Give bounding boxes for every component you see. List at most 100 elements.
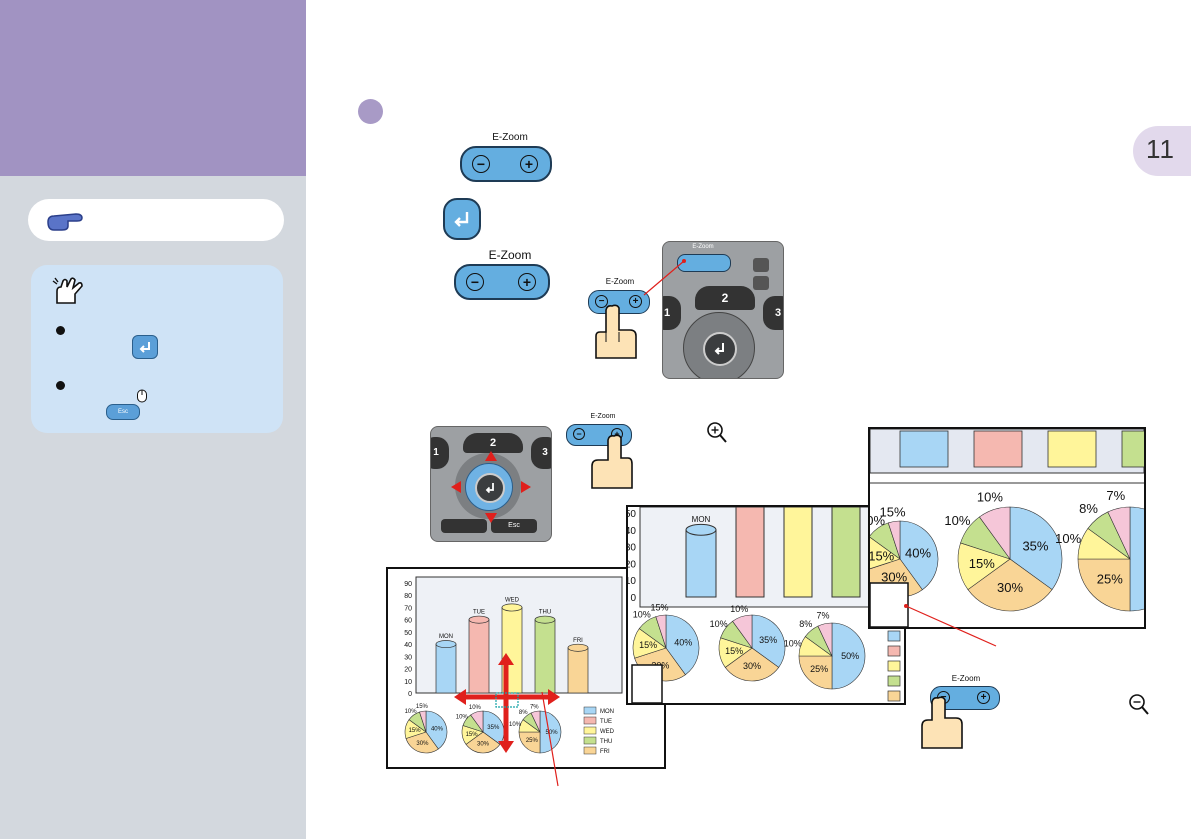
bar-category-label: THU bbox=[539, 610, 551, 616]
legend-label: MON bbox=[600, 709, 614, 715]
y-tick-label: 40 bbox=[404, 642, 412, 649]
pie-label: 25% bbox=[526, 738, 539, 744]
remote-button bbox=[753, 276, 769, 290]
pie-label: 25% bbox=[810, 664, 828, 674]
pie-slice bbox=[751, 614, 786, 668]
pie-slice bbox=[470, 710, 484, 733]
max-zoom-screen: 40%30%15%10%15%35%30%15%10%10%50%25%10%8… bbox=[859, 427, 1183, 629]
legend-label: WED bbox=[600, 729, 615, 735]
legend-swatch bbox=[887, 660, 901, 672]
zoom-out-icon: − bbox=[595, 295, 608, 308]
remote-button-1: 1 bbox=[663, 296, 681, 330]
y-tick-label: 50 bbox=[628, 509, 636, 520]
pie-label: 7% bbox=[530, 704, 539, 710]
remote-button-2: 2 bbox=[695, 286, 755, 310]
legend-swatch bbox=[973, 430, 1023, 468]
bar bbox=[831, 506, 861, 598]
pie-label: 10% bbox=[469, 705, 482, 711]
y-tick-label: 10 bbox=[404, 679, 412, 686]
pie-slice bbox=[655, 614, 667, 649]
esc-key-icon: Esc bbox=[106, 404, 140, 420]
pie-label: 15% bbox=[880, 504, 906, 519]
zoom-cursor bbox=[495, 692, 519, 708]
pie-label: 30% bbox=[743, 661, 761, 671]
legend-swatch bbox=[887, 630, 901, 642]
bar bbox=[567, 647, 589, 694]
zoomed-screen: 01020304050MON40%30%15%10%15%35%30%15%10… bbox=[625, 505, 906, 705]
pie-label: 10% bbox=[1055, 531, 1081, 546]
pie-label: 30% bbox=[997, 580, 1023, 595]
tip-hand-icon bbox=[52, 277, 83, 304]
remote-button-3: 3 bbox=[531, 437, 551, 469]
zoom-in-icon: + bbox=[518, 273, 536, 291]
pie-label: 8% bbox=[799, 619, 812, 629]
bar bbox=[685, 529, 717, 598]
red-arrowhead bbox=[548, 689, 560, 705]
pie-slice bbox=[732, 614, 753, 649]
pie-label: 10% bbox=[633, 610, 651, 620]
pie-label: 35% bbox=[1022, 538, 1048, 553]
remote-button-1: 1 bbox=[431, 437, 449, 469]
enter-key-icon bbox=[132, 335, 158, 359]
direction-arrows bbox=[451, 451, 531, 523]
pie-slice bbox=[465, 731, 501, 754]
pie-label: 15% bbox=[870, 548, 895, 563]
bar-category-label: TUE bbox=[473, 610, 485, 616]
pointing-hand-icon bbox=[47, 213, 83, 231]
pie-label: 7% bbox=[816, 611, 829, 621]
zoom-in-magnifier-icon bbox=[707, 422, 727, 443]
zoom-out-magnifier-icon bbox=[1129, 694, 1149, 715]
bullet bbox=[56, 381, 65, 390]
pie-label: 40% bbox=[674, 637, 692, 647]
pie-label: 8% bbox=[1079, 501, 1098, 516]
y-tick-label: 20 bbox=[628, 559, 636, 570]
pie-slice bbox=[425, 710, 448, 750]
pie-label: 10% bbox=[944, 513, 970, 528]
bar-cap bbox=[685, 523, 717, 536]
pie-slice bbox=[817, 622, 833, 657]
pressing-finger-icon bbox=[921, 696, 963, 749]
bar-category-label: FRI bbox=[573, 638, 583, 644]
page-number: 11 bbox=[1146, 134, 1175, 164]
y-tick-label: 90 bbox=[404, 581, 412, 588]
pie-label: 35% bbox=[759, 635, 777, 645]
pointer-line bbox=[904, 604, 997, 647]
pie-slice bbox=[887, 520, 901, 560]
y-tick-label: 10 bbox=[628, 576, 636, 587]
pie-label: 30% bbox=[477, 742, 490, 748]
pie-label: 8% bbox=[519, 710, 528, 716]
bar-cap bbox=[435, 640, 457, 649]
bar bbox=[783, 506, 813, 598]
max-zoom-chart: 40%30%15%10%15%35%30%15%10%10%50%25%10%8… bbox=[859, 428, 1183, 628]
remote-button-2: 2 bbox=[463, 433, 523, 453]
zoom-window-marker bbox=[869, 582, 909, 628]
legend-swatch bbox=[1121, 430, 1171, 468]
pie-slice bbox=[957, 542, 1011, 590]
legend-swatch bbox=[1047, 430, 1097, 468]
zoom-out-icon: − bbox=[573, 428, 585, 440]
pie-label: 40% bbox=[431, 726, 444, 732]
y-tick-label: 40 bbox=[628, 526, 636, 537]
pie-slice bbox=[1129, 506, 1183, 612]
ezoom-key-label: E-Zoom bbox=[488, 248, 532, 262]
pointer-line bbox=[643, 259, 686, 296]
y-tick-label: 60 bbox=[404, 618, 412, 625]
bar bbox=[435, 643, 457, 694]
pie-label: 25% bbox=[1097, 572, 1123, 587]
ezoom-key-label: E-Zoom bbox=[590, 413, 616, 420]
pie-slice bbox=[405, 731, 439, 754]
bar-category-label: WED bbox=[505, 597, 520, 603]
zoom-in-icon: + bbox=[520, 155, 538, 173]
y-tick-label: 0 bbox=[408, 691, 412, 698]
pie-slice bbox=[899, 520, 939, 591]
pointer-line bbox=[541, 691, 559, 787]
pie-slice bbox=[1077, 558, 1131, 612]
tip-box: Esc bbox=[31, 265, 283, 433]
pie-slice bbox=[419, 710, 427, 733]
sidebar-header-block bbox=[0, 0, 306, 176]
legend-swatch bbox=[899, 430, 949, 468]
ezoom-key: − + bbox=[454, 264, 550, 300]
remote-control: E-Zoom 1 2 3 bbox=[662, 241, 784, 379]
enter-key bbox=[443, 198, 481, 240]
